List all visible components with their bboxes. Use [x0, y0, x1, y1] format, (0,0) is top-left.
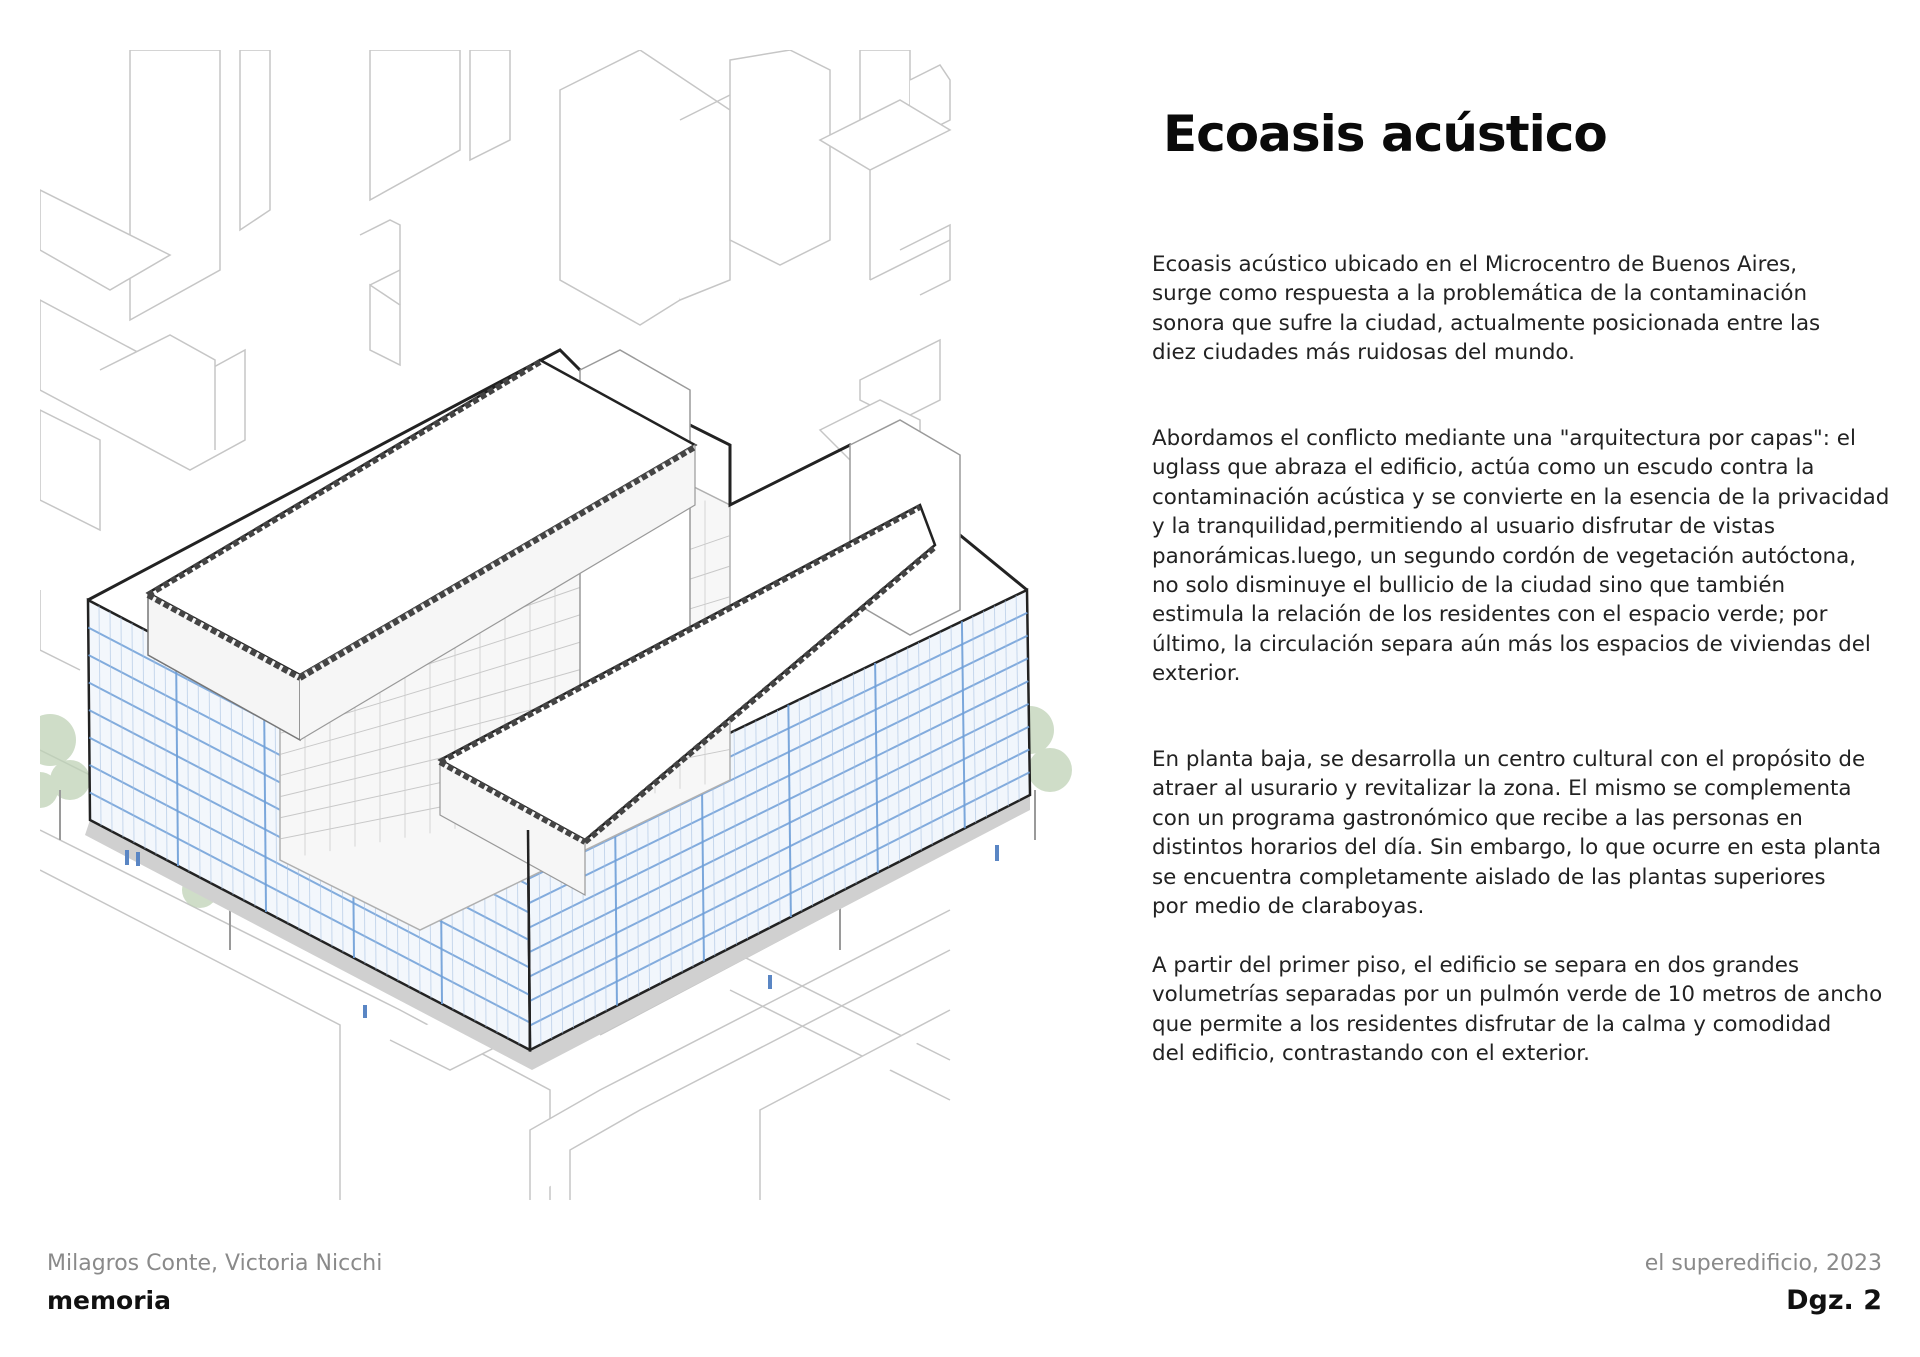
facade-line	[960, 621, 966, 829]
facade-line	[852, 673, 857, 884]
facade-line	[274, 697, 278, 918]
facade-line	[219, 668, 223, 890]
facade-line	[263, 691, 267, 913]
facade-line	[109, 611, 113, 832]
facade-line	[787, 704, 792, 917]
footer-section: memoria	[47, 1286, 171, 1315]
facade-line	[972, 616, 977, 823]
people	[125, 845, 999, 1018]
facade-line	[809, 694, 814, 906]
facade-line	[186, 651, 190, 872]
facade-line	[885, 657, 890, 868]
facade-line	[896, 652, 901, 862]
paragraph-ground-floor: En planta baja, se desarrolla un centro …	[1152, 747, 1882, 920]
facade-line	[131, 622, 135, 844]
facade-line	[744, 725, 748, 940]
page-title: Ecoasis acústico	[1163, 105, 1608, 163]
footer-authors: Milagros Conte, Victoria Nicchi	[47, 1251, 383, 1276]
facade-line	[755, 720, 759, 934]
facade-line	[993, 605, 998, 812]
facade-line	[798, 699, 803, 912]
footer-page-number: Dgz. 2	[1786, 1285, 1882, 1316]
facade-line	[1015, 595, 1020, 801]
facade-line	[98, 605, 102, 826]
facade-line	[777, 709, 781, 923]
facade-line	[842, 678, 846, 890]
facade-line	[120, 617, 124, 838]
facade-line	[950, 626, 955, 834]
facade-line	[907, 647, 911, 856]
facade-line	[164, 640, 168, 861]
facade-line	[928, 636, 933, 845]
facade-line	[983, 610, 988, 818]
building	[85, 348, 1032, 1070]
facade-line	[939, 631, 944, 840]
roof-parapets	[146, 359, 937, 845]
facade-line	[153, 634, 157, 855]
facade-line	[831, 683, 835, 895]
facade-line	[241, 680, 245, 901]
facade-line	[230, 674, 234, 895]
facade-line	[197, 657, 201, 878]
facade-line	[820, 689, 824, 901]
footer-project: el superedificio, 2023	[1644, 1251, 1882, 1276]
facade-line	[918, 642, 922, 851]
paragraph-upper-floors: A partir del primer piso, el edificio se…	[1152, 953, 1883, 1067]
axonometric-drawing	[40, 50, 1072, 1200]
facade-line	[733, 730, 738, 945]
facade-line	[252, 686, 256, 907]
facade-line	[863, 668, 868, 879]
facade-line	[175, 645, 179, 867]
facade-line	[208, 663, 212, 884]
paragraph-intro: Ecoasis acústico ubicado en el Microcent…	[1152, 252, 1821, 366]
facade-line	[142, 628, 146, 849]
facade-line	[1004, 600, 1009, 807]
facade-line	[766, 715, 770, 929]
facade-line	[874, 663, 879, 873]
paragraph-layers: Abordamos el conflicto mediante una "arq…	[1152, 426, 1890, 687]
